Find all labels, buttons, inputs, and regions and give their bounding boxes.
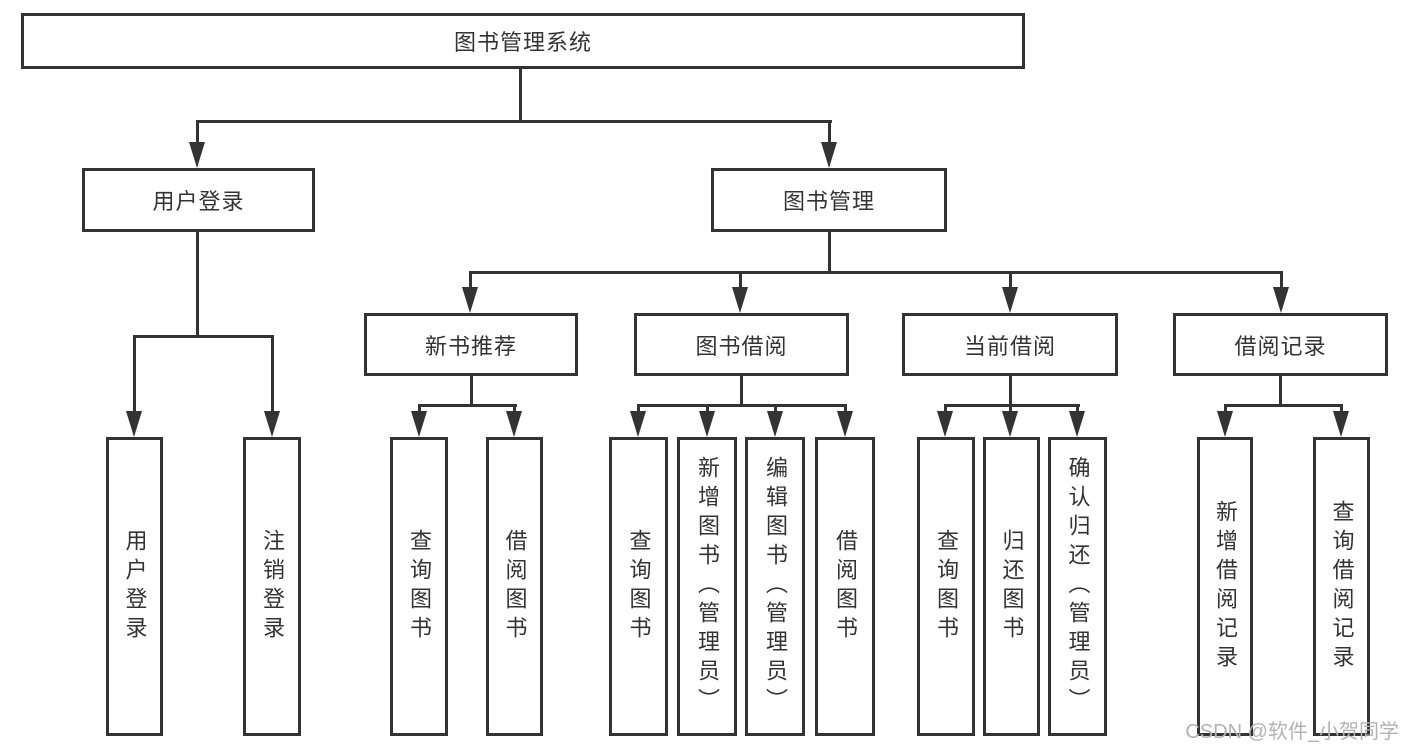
- connector-hline: [418, 404, 517, 407]
- connector-vline: [133, 335, 136, 413]
- leaf-borrow-add-books-admin: 新增图书（管理员）: [677, 437, 737, 736]
- arrow-down-icon: [1333, 411, 1349, 437]
- leaf-logout-label: 注销登录: [260, 528, 285, 645]
- connector-vline: [740, 376, 743, 406]
- connector-hline: [469, 271, 1283, 274]
- leaf-borrow-edit-books-admin-label: 编辑图书（管理员）: [763, 456, 788, 717]
- arrow-down-icon: [189, 142, 205, 168]
- connector-vline: [1224, 404, 1227, 414]
- connector-vline: [1076, 404, 1079, 414]
- leaf-records-add-record-label: 新增借阅记录: [1213, 499, 1238, 674]
- leaf-borrow-query-books-label: 查询图书: [626, 528, 652, 645]
- arrow-down-icon: [1002, 287, 1018, 313]
- connector-vline: [1009, 376, 1012, 406]
- arrow-down-icon: [732, 287, 748, 313]
- arrow-down-icon: [630, 411, 646, 437]
- connector-hline: [133, 335, 274, 338]
- arrow-down-icon: [462, 287, 478, 313]
- connector-vline: [196, 120, 199, 144]
- leaf-recommend-borrow-books: 借阅图书: [486, 437, 543, 736]
- leaf-current-return-books: 归还图书: [983, 437, 1040, 736]
- connector-vline: [513, 404, 516, 414]
- leaf-user-login-label: 用户登录: [122, 528, 148, 645]
- arrow-down-icon: [937, 411, 953, 437]
- leaf-current-return-books-label: 归还图书: [999, 528, 1025, 645]
- connector-hline: [944, 404, 1080, 407]
- connector-vline: [519, 69, 522, 120]
- leaf-records-add-record: 新增借阅记录: [1197, 437, 1253, 736]
- leaf-current-confirm-return-admin: 确认归还（管理员）: [1048, 437, 1107, 736]
- arrow-down-icon: [837, 411, 853, 437]
- connector-vline: [1009, 271, 1012, 289]
- node-new-books-label: 新书推荐: [424, 333, 517, 359]
- leaf-borrow-borrow-books: 借阅图书: [815, 437, 875, 736]
- connector-vline: [844, 404, 847, 414]
- csdn-watermark: CSDN @软件_小贺同学: [1185, 721, 1399, 743]
- connector-vline: [1340, 404, 1343, 414]
- leaf-records-query-record: 查询借阅记录: [1313, 437, 1370, 736]
- node-root: 图书管理系统: [21, 13, 1025, 69]
- arrow-down-icon: [1002, 411, 1018, 437]
- arrow-down-icon: [411, 411, 427, 437]
- leaf-logout: 注销登录: [243, 437, 301, 736]
- leaf-recommend-query-books-label: 查询图书: [407, 528, 432, 645]
- connector-hline: [1224, 404, 1343, 407]
- connector-vline: [271, 335, 274, 413]
- connector-vline: [1280, 271, 1283, 289]
- connector-vline: [828, 232, 831, 273]
- leaf-current-confirm-return-admin-label: 确认归还（管理员）: [1065, 456, 1091, 717]
- arrow-down-icon: [506, 411, 522, 437]
- connector-hline: [196, 120, 832, 123]
- leaf-records-query-record-label: 查询借阅记录: [1329, 499, 1355, 674]
- node-current-borrow-label: 当前借阅: [963, 333, 1056, 359]
- arrow-down-icon: [767, 411, 783, 437]
- connector-vline: [196, 232, 199, 337]
- connector-vline: [774, 404, 777, 414]
- node-book-mgmt: 图书管理: [711, 168, 947, 232]
- connector-vline: [470, 376, 473, 406]
- arrow-down-icon: [1217, 411, 1233, 437]
- node-user-login: 用户登录: [82, 168, 315, 232]
- connector-vline: [418, 404, 421, 414]
- arrow-down-icon: [1273, 287, 1289, 313]
- leaf-borrow-borrow-books-label: 借阅图书: [833, 528, 858, 645]
- node-current-borrow: 当前借阅: [902, 313, 1118, 376]
- connector-vline: [944, 404, 947, 414]
- node-root-label: 图书管理系统: [453, 30, 592, 55]
- leaf-borrow-query-books: 查询图书: [609, 437, 668, 736]
- leaf-user-login: 用户登录: [106, 437, 163, 736]
- arrow-down-icon: [1069, 411, 1085, 437]
- connector-vline: [1009, 404, 1012, 414]
- node-book-borrow: 图书借阅: [634, 313, 849, 376]
- connector-vline: [828, 120, 831, 144]
- leaf-borrow-add-books-admin-label: 新增图书（管理员）: [695, 456, 720, 717]
- connector-hline: [637, 404, 847, 407]
- node-book-mgmt-label: 图书管理: [782, 189, 875, 214]
- arrow-down-icon: [821, 142, 837, 168]
- node-borrow-records: 借阅记录: [1173, 313, 1388, 376]
- leaf-current-query-books-label: 查询图书: [934, 528, 959, 645]
- connector-vline: [1279, 376, 1282, 406]
- node-user-login-label: 用户登录: [152, 189, 245, 214]
- leaf-recommend-borrow-books-label: 借阅图书: [502, 528, 528, 645]
- connector-vline: [706, 404, 709, 414]
- connector-vline: [637, 404, 640, 414]
- leaf-borrow-edit-books-admin: 编辑图书（管理员）: [745, 437, 805, 736]
- connector-vline: [469, 271, 472, 289]
- leaf-recommend-query-books: 查询图书: [390, 437, 448, 736]
- node-new-books: 新书推荐: [364, 313, 578, 376]
- node-book-borrow-label: 图书借阅: [695, 333, 788, 359]
- arrow-down-icon: [699, 411, 715, 437]
- connector-vline: [739, 271, 742, 289]
- leaf-current-query-books: 查询图书: [917, 437, 975, 736]
- node-borrow-records-label: 借阅记录: [1234, 333, 1327, 359]
- arrow-down-icon: [126, 411, 142, 437]
- arrow-down-icon: [264, 411, 280, 437]
